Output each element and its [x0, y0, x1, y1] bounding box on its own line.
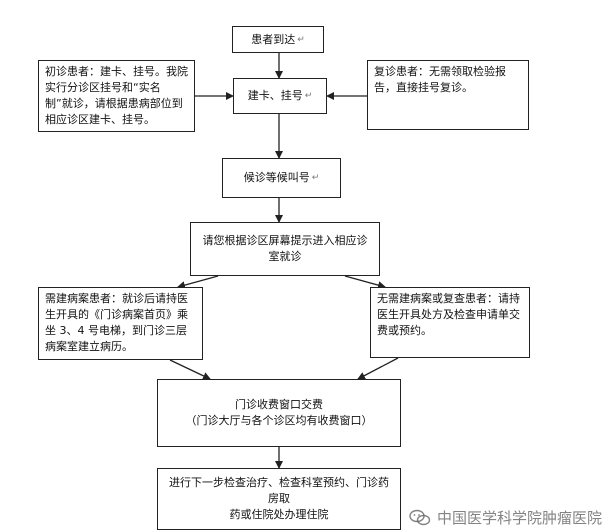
wechat-icon — [409, 509, 431, 527]
node-next-step-line2: 药或住院处办理住院 — [229, 508, 329, 521]
node-need-record: 需建病案患者：就诊后请持医生开具的《门诊病案首页》乘坐 3、4 号电梯，到门诊三… — [38, 287, 203, 360]
node-payment-line1: 门诊收费窗口交费 — [235, 398, 323, 411]
node-wait-call: 候诊等候叫号↵ — [222, 158, 341, 198]
node-no-record: 无需建病案或复查患者：请持医生开具处方及检查申请单交费或预约。 — [370, 287, 530, 358]
watermark-text: 中国医学科学院肿瘤医院 — [436, 509, 602, 527]
node-patient-arrival-label: 患者到达 — [251, 32, 296, 46]
node-payment-line2: （门诊大厅与各个诊区均有收费窗口） — [185, 414, 373, 427]
arrow-needrecord-to-payment — [169, 359, 211, 380]
arrow-norecord-to-payment — [357, 357, 399, 380]
node-return-visit: 复诊患者：无需领取检验报告，直接挂号复诊。 — [367, 60, 529, 130]
node-register: 建卡、挂号↵ — [233, 78, 327, 114]
node-enter-room-line2: 室就诊 — [268, 250, 302, 263]
node-need-record-label: 需建病案患者：就诊后请持医生开具的《门诊病案首页》乘坐 3、4 号电梯，到门诊三… — [45, 292, 188, 353]
arrow-enterroom-to-needrecord — [177, 275, 219, 290]
node-next-step: 进行下一步检查治疗、检查科室预约、门诊药房取 药或住院处办理住院 — [157, 468, 401, 530]
node-wait-call-label: 候诊等候叫号 — [243, 171, 310, 184]
watermark: 中国医学科学院肿瘤医院 — [409, 507, 602, 528]
node-enter-room-line1: 请您根据诊区屏幕提示进入相应诊 — [202, 234, 368, 247]
node-register-label: 建卡、挂号 — [247, 89, 303, 102]
node-first-visit-label: 初诊患者：建卡、挂号。我院实行分诊区挂号和“实名制”就诊，请根据患病部位到相应诊… — [45, 65, 188, 126]
node-return-visit-label: 复诊患者：无需领取检验报告，直接挂号复诊。 — [374, 65, 506, 94]
node-no-record-label: 无需建病案或复查患者：请持医生开具处方及检查申请单交费或预约。 — [377, 292, 520, 337]
node-first-visit: 初诊患者：建卡、挂号。我院实行分诊区挂号和“实名制”就诊，请根据患病部位到相应诊… — [38, 60, 195, 132]
node-patient-arrival: 患者到达↵ — [232, 26, 324, 53]
node-enter-room: 请您根据诊区屏幕提示进入相应诊 室就诊 — [190, 222, 380, 276]
arrow-enterroom-to-norecord — [344, 275, 386, 290]
node-next-step-line1: 进行下一步检查治疗、检查科室预约、门诊药房取 — [169, 476, 389, 505]
node-payment: 门诊收费窗口交费 （门诊大厅与各个诊区均有收费窗口） — [157, 379, 401, 447]
